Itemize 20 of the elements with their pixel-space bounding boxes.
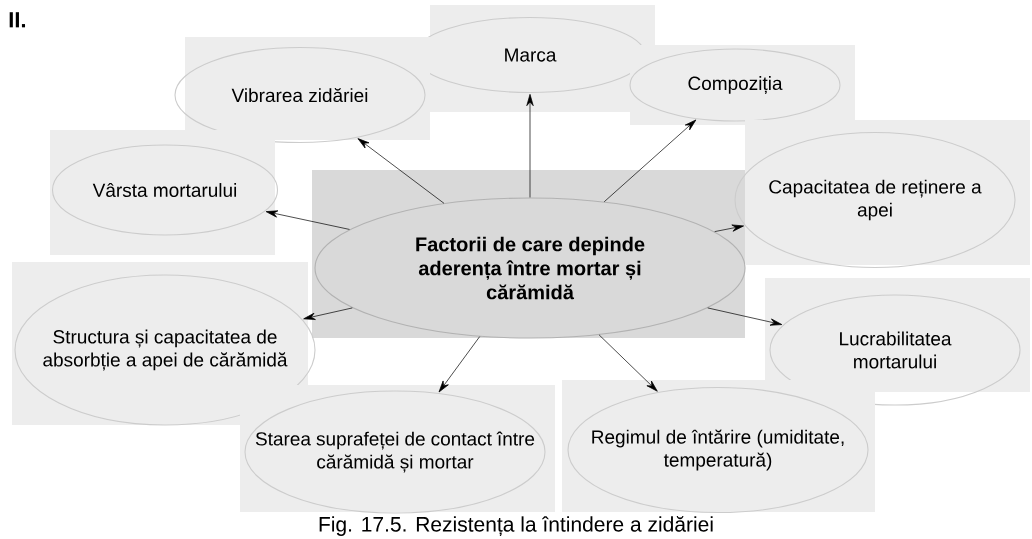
section-number: II. [9, 12, 26, 28]
node-label: Marca [505, 48, 557, 62]
node-label: Compoziția [688, 76, 783, 94]
ellipse-node: Lucrabilitatea mortarului [765, 278, 1030, 406]
arrow [265, 210, 350, 230]
arrow [303, 307, 353, 320]
arrow [526, 94, 534, 198]
arrow [714, 224, 744, 232]
ellipse-node: Vârsta mortarului [50, 130, 279, 255]
ellipse-node: Marca [414, 5, 655, 112]
arrow [598, 334, 658, 392]
arrow [438, 336, 481, 393]
ellipse-node: Structura și capacitatea de absorbție a apei de cărămidă [12, 262, 316, 426]
arrow [357, 138, 445, 204]
node-label: Vibrarea zidăriei [231, 87, 368, 103]
ellipse-node: Capacitatea de reținere a apei [734, 120, 1030, 269]
arrow [603, 119, 697, 203]
ellipse-node: Vibrarea zidăriei [174, 37, 430, 144]
caption: Fig. 17.5. Rezistența la întindere a zidăriei [319, 516, 713, 536]
arrow [707, 307, 783, 326]
